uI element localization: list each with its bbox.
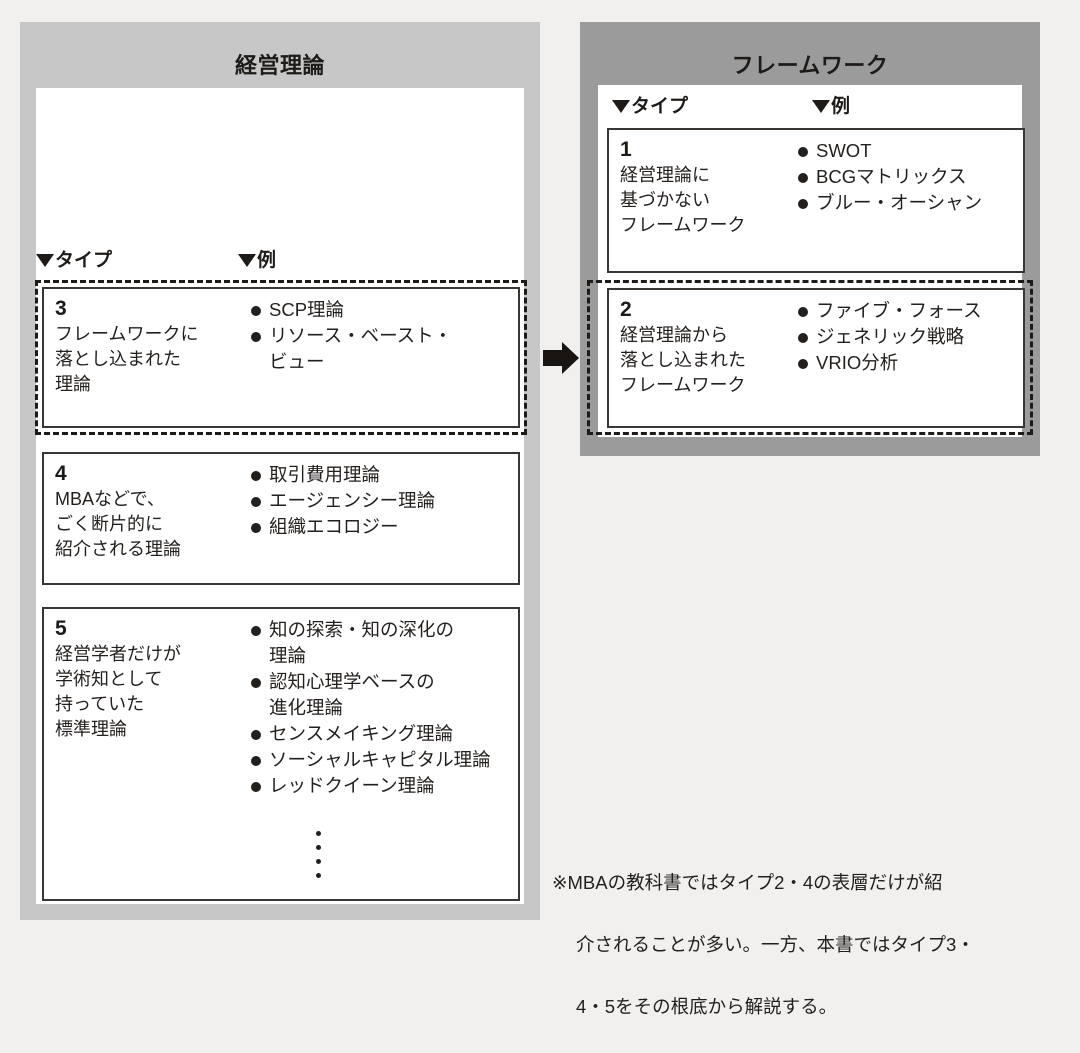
left-type-column-header: タイプ [36,250,112,272]
ellipsis-continuation-icon [316,831,321,887]
example-list: SCP理論 リソース・ベースト・ ビュー [250,297,512,375]
list-item: 取引費用理論 [250,462,512,488]
type-card-5: 5 経営学者だけが 学術知として 持っていた 標準理論 知の探索・知の深化の 理… [42,607,520,901]
list-item: ブルー・オーシャン [797,190,1017,216]
footnote: ※MBAの教科書ではタイプ2・4の表層だけが紹 介されることが多い。一方、本書で… [552,836,1038,1053]
type-card-2-examples: ファイブ・フォース ジェネリック戦略 VRIO分析 [797,290,1023,426]
list-item: 認知心理学ベースの 進化理論 [250,669,512,721]
type-card-2-label: 経営理論から 落とし込まれた フレームワーク [620,325,746,395]
type-card-3-number: 3 [55,297,67,320]
type-card-2: 2 経営理論から 落とし込まれた フレームワーク ファイブ・フォース ジェネリッ… [607,288,1025,428]
list-item: SWOT [797,138,1017,164]
type-card-4-label: MBAなどで、 ごく断片的に 紹介される理論 [55,489,181,559]
type-card-3-label: フレームワークに 落とし込まれた 理論 [55,324,199,394]
left-panel-title: 経営理論 [234,53,325,78]
triangle-down-icon [36,254,54,267]
list-item: 組織エコロジー [250,514,512,540]
right-column-headers: タイプ 例 [612,96,1022,122]
list-item: リソース・ベースト・ ビュー [250,323,512,375]
right-panel-title: フレームワーク [731,53,889,78]
list-item: レッドクイーン理論 [250,773,512,799]
example-list: ファイブ・フォース ジェネリック戦略 VRIO分析 [797,298,1017,376]
example-list: 知の探索・知の深化の 理論 認知心理学ベースの 進化理論 センスメイキング理論 … [250,617,512,799]
figure-canvas: 経営理論 タイプ 例 3 フレームワークに 落とし込まれた 理論 SCP理論 リ… [20,22,1040,1017]
type-card-5-label: 経営学者だけが 学術知として 持っていた 標準理論 [55,644,181,739]
type-card-1-examples: SWOT BCGマトリックス ブルー・オーシャン [797,130,1023,271]
type-card-5-number: 5 [55,617,67,640]
left-column-headers: タイプ 例 [36,250,524,276]
type-card-1-type: 1 経営理論に 基づかない フレームワーク [609,130,797,271]
list-item: SCP理論 [250,297,512,323]
type-card-1-number: 1 [620,138,632,161]
list-item: ジェネリック戦略 [797,324,1017,350]
type-card-4-type: 4 MBAなどで、 ごく断片的に 紹介される理論 [44,454,250,583]
type-card-5-examples: 知の探索・知の深化の 理論 認知心理学ベースの 進化理論 センスメイキング理論 … [250,609,518,899]
type-card-4-number: 4 [55,462,67,485]
type-card-2-number: 2 [620,298,632,321]
list-item: ファイブ・フォース [797,298,1017,324]
triangle-down-icon [238,254,256,267]
footnote-line-3: 4・5をその根底から解説する。 [576,996,838,1017]
type-card-2-type: 2 経営理論から 落とし込まれた フレームワーク [609,290,797,426]
list-item: エージェンシー理論 [250,488,512,514]
list-item: VRIO分析 [797,350,1017,376]
example-list: 取引費用理論 エージェンシー理論 組織エコロジー [250,462,512,540]
list-item: ソーシャルキャピタル理論 [250,747,512,773]
type-card-1: 1 経営理論に 基づかない フレームワーク SWOT BCGマトリックス ブルー… [607,128,1025,273]
triangle-down-icon [812,100,830,113]
type-card-3-examples: SCP理論 リソース・ベースト・ ビュー [250,289,518,426]
list-item: BCGマトリックス [797,164,1017,190]
type-card-4-examples: 取引費用理論 エージェンシー理論 組織エコロジー [250,454,518,583]
type-card-4: 4 MBAなどで、 ごく断片的に 紹介される理論 取引費用理論 エージェンシー理… [42,452,520,585]
arrow-right-icon [543,341,579,375]
type-card-5-type: 5 経営学者だけが 学術知として 持っていた 標準理論 [44,609,250,899]
type-card-3-type: 3 フレームワークに 落とし込まれた 理論 [44,289,250,426]
left-example-column-header: 例 [238,250,276,272]
type-card-3: 3 フレームワークに 落とし込まれた 理論 SCP理論 リソース・ベースト・ ビ… [42,287,520,428]
right-example-column-header: 例 [812,96,850,118]
triangle-down-icon [612,100,630,113]
list-item: 知の探索・知の深化の 理論 [250,617,512,669]
right-type-column-header: タイプ [612,96,688,118]
footnote-line-2: 介されることが多い。一方、本書ではタイプ3・ [576,934,975,955]
example-list: SWOT BCGマトリックス ブルー・オーシャン [797,138,1017,216]
list-item: センスメイキング理論 [250,721,512,747]
type-card-1-label: 経営理論に 基づかない フレームワーク [620,165,746,235]
footnote-line-1: ※MBAの教科書ではタイプ2・4の表層だけが紹 [552,872,943,893]
